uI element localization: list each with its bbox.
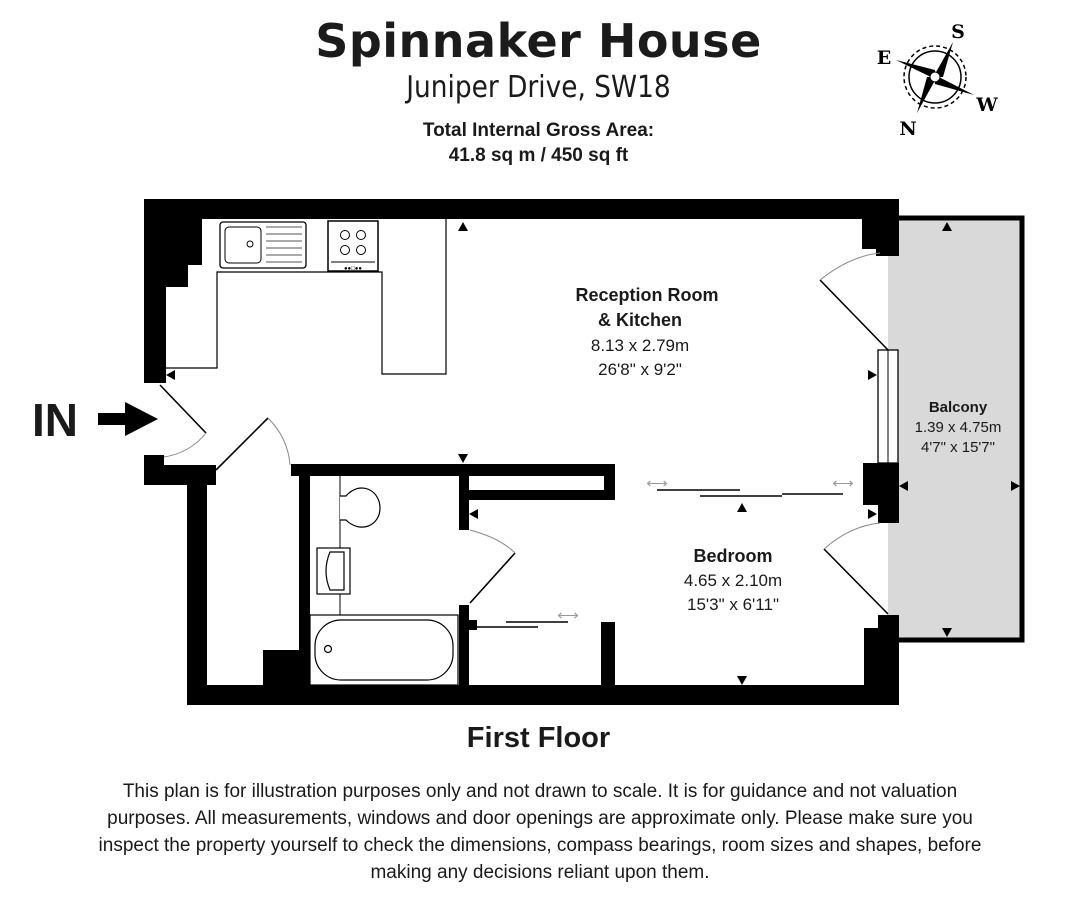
compass-north-label: N <box>899 118 916 140</box>
bedroom-name: Bedroom <box>693 546 772 566</box>
disclaimer-text: This plan is for illustration purposes o… <box>98 781 982 883</box>
window <box>877 349 899 464</box>
compass-south-label: S <box>951 21 965 43</box>
doors <box>159 252 889 615</box>
toilet-icon <box>340 487 381 528</box>
property-address: Juniper Drive, SW18 <box>406 70 671 105</box>
reception-room-name: Reception Room <box>575 285 718 305</box>
svg-text:⟷: ⟷ <box>646 475 668 492</box>
sink-icon <box>219 221 307 269</box>
bedroom-imperial: 15'3" x 6'11" <box>687 595 779 614</box>
sliding-doors <box>474 489 843 628</box>
compass-west-label: W <box>975 94 998 116</box>
entrance-label: IN <box>32 394 78 446</box>
floor-label: First Floor <box>466 722 611 754</box>
measurement-markers <box>166 222 1020 685</box>
balcony <box>888 215 1025 643</box>
compass-icon: S E W N <box>877 21 999 140</box>
svg-text:⟷: ⟷ <box>557 607 579 624</box>
kitchen-counter <box>166 219 447 375</box>
compass-east-label: E <box>877 47 891 69</box>
reception-room-imperial: 26'8" x 9'2" <box>598 360 682 379</box>
svg-text:●●□●●: ●●□●● <box>344 266 362 272</box>
reception-room-name-2: & Kitchen <box>598 310 682 330</box>
entrance-arrow-icon <box>98 402 158 436</box>
walls <box>144 199 899 705</box>
bathroom-fixtures <box>309 476 459 686</box>
balcony-imperial: 4'7" x 15'7" <box>921 439 995 456</box>
area-label: Total Internal Gross Area: <box>422 120 655 141</box>
slide-arrow-icons: ⟷ ⟷ ⟷ <box>557 475 854 624</box>
balcony-metric: 1.39 x 4.75m <box>915 419 1002 436</box>
balcony-name: Balcony <box>929 399 988 416</box>
reception-room-metric: 8.13 x 2.79m <box>591 336 689 355</box>
bath-icon <box>309 614 459 686</box>
area-value: 41.8 sq m / 450 sq ft <box>448 145 629 166</box>
property-title: Spinnaker House <box>315 14 762 68</box>
washbasin-icon <box>316 547 351 595</box>
hob-icon: ●●□●● <box>327 220 379 272</box>
svg-text:⟷: ⟷ <box>832 475 854 492</box>
bedroom-metric: 4.65 x 2.10m <box>684 571 782 590</box>
